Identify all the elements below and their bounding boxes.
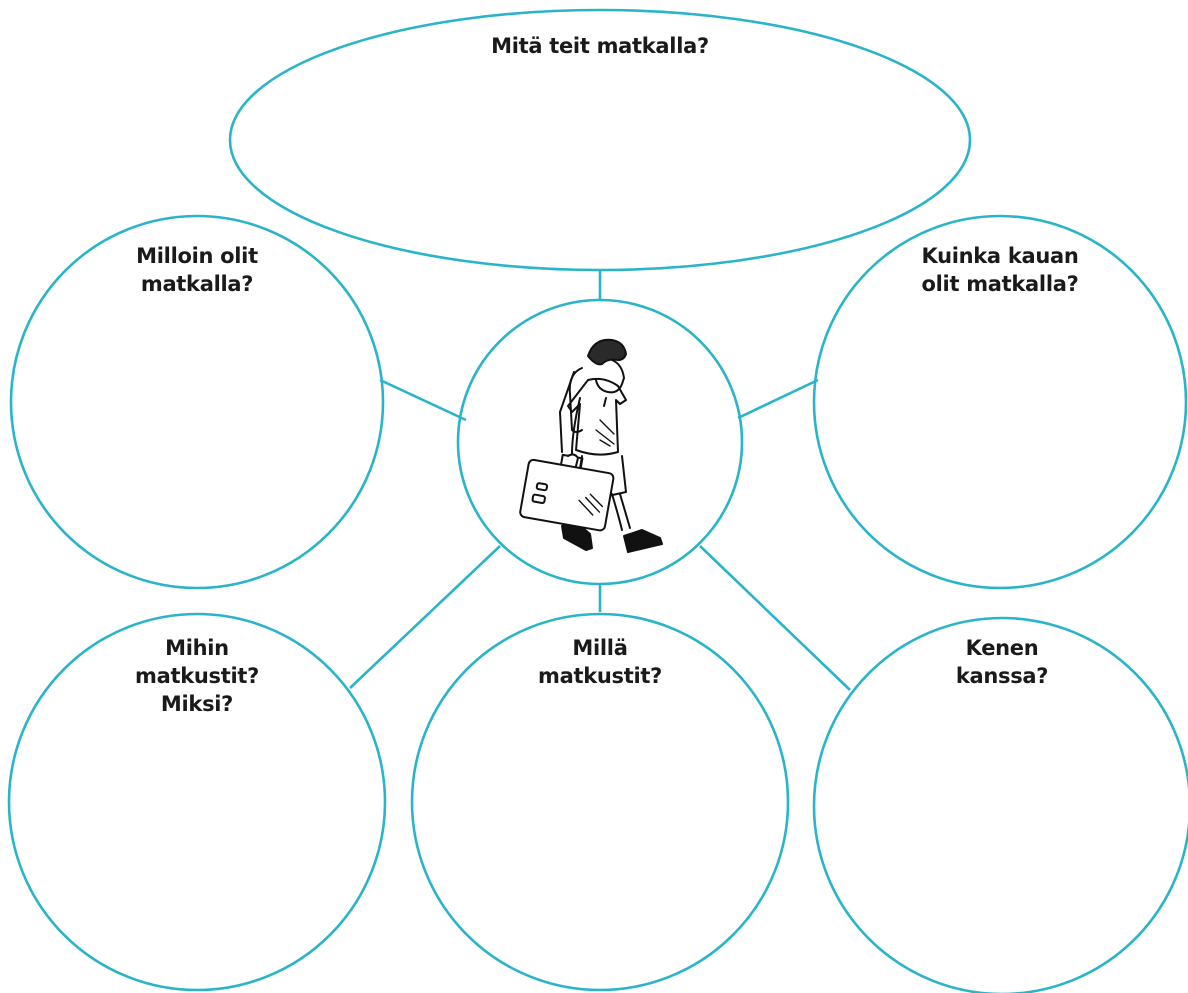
bubble-bottom-center-label: Millä matkustit? [538, 636, 662, 688]
connector-bottom-left [349, 545, 501, 689]
connector-right [737, 378, 819, 420]
connector-bottom-right [699, 545, 851, 691]
bubble-left-label: Milloin olit matkalla? [136, 244, 258, 296]
bubble-bottom-left [7, 612, 387, 992]
bubble-right [812, 214, 1188, 590]
bubble-bottom-right [812, 616, 1188, 993]
bubble-bottom-right-label: Kenen kanssa? [955, 636, 1049, 688]
bubble-right-label: Kuinka kauan olit matkalla? [921, 244, 1079, 296]
bubble-top-label: Mitä teit matkalla? [491, 34, 709, 58]
bubble-top [228, 8, 972, 272]
bubble-center [456, 298, 744, 586]
connector-left [379, 378, 467, 422]
traveler-with-suitcase-icon [519, 338, 663, 553]
bubble-bottom-left-label: Mihin matkustit? Miksi? [135, 636, 259, 716]
bubble-left [9, 214, 385, 590]
bubble-bottom-center [410, 612, 790, 992]
